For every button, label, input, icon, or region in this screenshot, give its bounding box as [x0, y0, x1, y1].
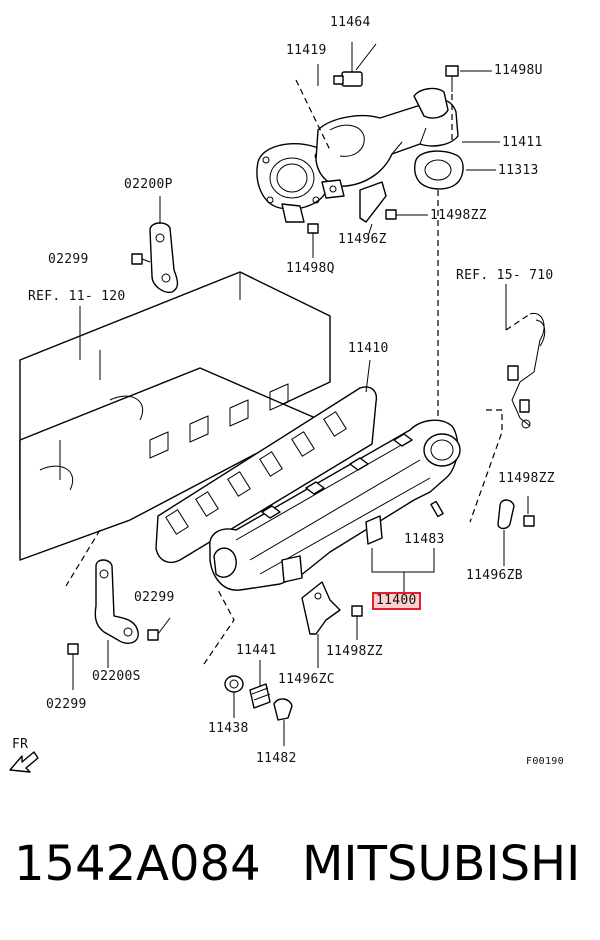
- label-11482: 11482: [256, 751, 297, 766]
- brand-name: MITSUBISHI: [302, 836, 581, 892]
- bracket-11496z: [359, 181, 387, 223]
- part-number: 1542A084: [14, 836, 261, 892]
- label-ref-11-120: REF. 11- 120: [28, 289, 126, 304]
- label-11400-highlighted[interactable]: 11400: [372, 592, 421, 610]
- label-11410: 11410: [348, 341, 389, 356]
- throttle-body-assembly: [256, 87, 459, 223]
- part-caption: 1542A084 MITSUBISHI: [0, 836, 600, 906]
- label-11498zz-top: 11498ZZ: [430, 208, 487, 223]
- gasket-11313: [413, 150, 464, 190]
- label-11496zb: 11496ZB: [466, 568, 523, 583]
- bracket-02200p: [131, 196, 179, 293]
- label-11498u: 11498U: [494, 63, 543, 78]
- front-arrow-icon: [9, 751, 39, 773]
- label-11411: 11411: [502, 135, 543, 150]
- label-11483: 11483: [404, 532, 445, 547]
- bolt-11498q: [307, 223, 319, 258]
- label-11498zz-bottom: 11498ZZ: [326, 644, 383, 659]
- bracket-11496zc: [301, 581, 363, 668]
- wiring-harness-ref: [469, 284, 546, 523]
- diagram-drawing: [9, 42, 546, 773]
- label-02299-top: 02299: [48, 252, 89, 267]
- label-02299-mid: 02299: [134, 590, 175, 605]
- sensor-11464: [333, 42, 363, 87]
- exploded-parts-diagram: 11464 11419 11498U 11411 11313 02200P 02…: [9, 15, 564, 773]
- intake-manifold-11400: [209, 419, 461, 592]
- label-11498q: 11498Q: [286, 261, 335, 276]
- bolt-11498u: [445, 65, 492, 92]
- label-ref-15-710: REF. 15- 710: [456, 268, 554, 283]
- label-11498zz-right: 11498ZZ: [498, 471, 555, 486]
- label-11496zc: 11496ZC: [278, 672, 335, 687]
- label-11313: 11313: [498, 163, 539, 178]
- label-02200s: 02200S: [92, 669, 141, 684]
- engine-block: [19, 271, 331, 561]
- label-11464: 11464: [330, 15, 371, 30]
- bracket-02200s: [65, 529, 171, 690]
- label-11496z: 11496Z: [338, 232, 387, 247]
- label-11438: 11438: [208, 721, 249, 736]
- label-front-direction: FR: [12, 737, 29, 752]
- label-02299-bottom: 02299: [46, 697, 87, 712]
- small-parts: [203, 589, 293, 746]
- label-11419: 11419: [286, 43, 327, 58]
- gasket-11410: [155, 359, 378, 564]
- figure-code: F00190: [526, 756, 564, 767]
- bracket-11496zb: [497, 496, 535, 566]
- label-02200p: 02200P: [124, 177, 173, 192]
- bolt-11498zz-top: [385, 209, 428, 220]
- label-11441: 11441: [236, 643, 277, 658]
